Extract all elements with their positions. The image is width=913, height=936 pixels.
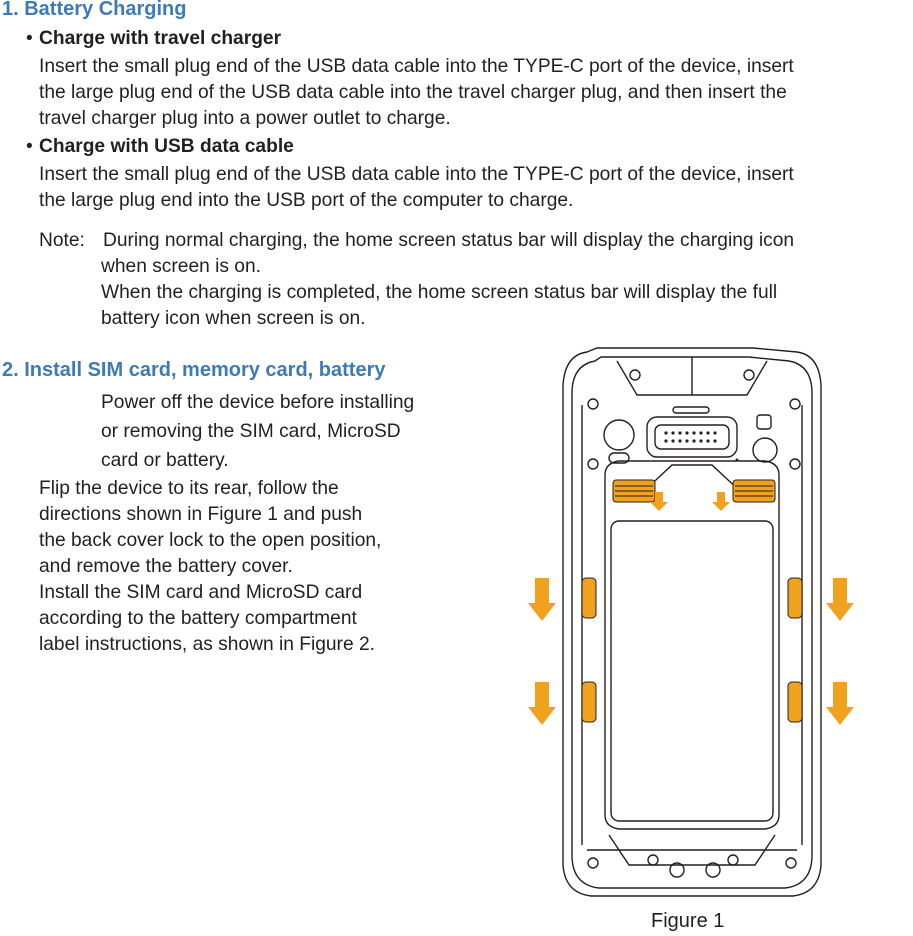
section-1-heading: 1. Battery Charging xyxy=(2,0,187,20)
bullet: • xyxy=(26,28,33,49)
note-line: when screen is on. xyxy=(101,256,261,277)
paragraph-line: the large plug end into the USB port of … xyxy=(39,190,574,211)
body-line: directions shown in Figure 1 and push xyxy=(39,504,363,525)
note-line: During normal charging, the home screen … xyxy=(103,230,795,251)
figure-caption: Figure 1 xyxy=(651,910,725,932)
warning-line: or removing the SIM card, MicroSD xyxy=(101,421,401,442)
device-rear-illustration xyxy=(528,347,854,897)
note-line: battery icon when screen is on. xyxy=(101,308,366,329)
body-line: according to the battery compartment xyxy=(39,608,357,629)
body-line: and remove the battery cover. xyxy=(39,556,293,577)
paragraph-line: Insert the small plug end of the USB dat… xyxy=(39,56,794,77)
bullet: • xyxy=(26,136,33,157)
warning-line: card or battery. xyxy=(101,450,229,471)
section-2-heading: 2. Install SIM card, memory card, batter… xyxy=(2,359,386,381)
paragraph-line: the large plug end of the USB data cable… xyxy=(39,82,787,103)
warning-line: Power off the device before installing xyxy=(101,392,415,413)
note-prefix: Note: xyxy=(39,230,85,251)
subheading-usb-cable: Charge with USB data cable xyxy=(39,136,294,157)
note-line: When the charging is completed, the home… xyxy=(101,282,778,303)
paragraph-line: travel charger plug into a power outlet … xyxy=(39,108,451,129)
body-line: Flip the device to its rear, follow the xyxy=(39,478,339,499)
paragraph-line: Insert the small plug end of the USB dat… xyxy=(39,164,794,185)
body-line: the back cover lock to the open position… xyxy=(39,530,382,551)
subheading-travel-charger: Charge with travel charger xyxy=(39,28,282,49)
body-line: label instructions, as shown in Figure 2… xyxy=(39,634,375,655)
body-line: Install the SIM card and MicroSD card xyxy=(39,582,363,603)
